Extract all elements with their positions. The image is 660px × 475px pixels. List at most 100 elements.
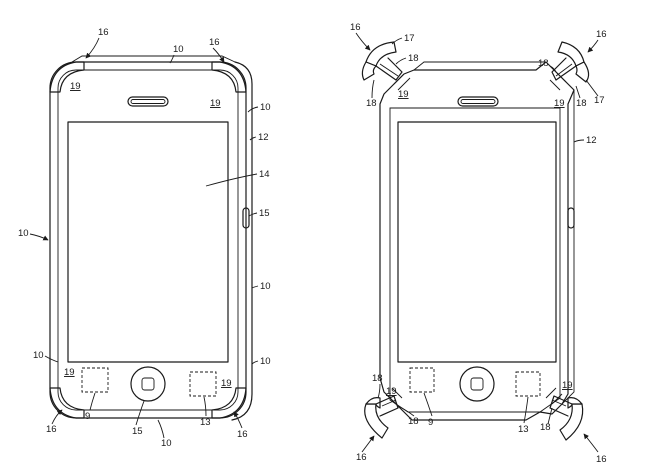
phone-bezel-inner (389, 107, 561, 413)
leader-line (249, 136, 257, 141)
label-bezel: 10 (33, 350, 44, 361)
leader-line (423, 392, 433, 417)
label-screen: 14 (259, 169, 270, 180)
label-bumper: 16 (209, 37, 220, 48)
label-corner: 19 (64, 367, 75, 378)
leader-line (135, 400, 145, 426)
phone-bezel-inner (57, 69, 239, 411)
phone-body-outline (379, 61, 575, 421)
leader-line (587, 39, 599, 53)
label-key-right: 13 (518, 424, 529, 435)
label-bezel: 10 (18, 228, 29, 239)
label-bumper: 16 (596, 29, 607, 40)
speaker-slot-inner (460, 99, 496, 104)
leader-line (585, 79, 599, 97)
label-side: 12 (586, 135, 597, 146)
side-switch (242, 207, 250, 229)
home-button-square (141, 377, 155, 391)
leader-line (391, 37, 403, 45)
bumper-top-left (361, 41, 403, 81)
bumper-bottom-left (364, 395, 399, 439)
phone-figure-right: 16 17 18 18 19 16 18 19 18 17 12 18 19 1… (350, 22, 607, 465)
leader-line (247, 106, 259, 113)
label-bumper-post: 18 (372, 373, 383, 384)
leader-line (205, 173, 258, 187)
speaker-slot (127, 96, 169, 107)
corner-cap-top-right (211, 61, 247, 93)
label-bezel: 10 (161, 438, 172, 449)
label-key-left: 9 (85, 411, 90, 422)
label-corner: 19 (554, 98, 565, 109)
leader-line (44, 355, 59, 363)
label-bumper: 16 (596, 454, 607, 465)
label-corner: 19 (70, 81, 81, 92)
corner-post-bottom-right (545, 387, 563, 405)
label-bumper-post: 18 (408, 416, 419, 427)
phone-side-edge (561, 90, 575, 405)
label-key-left: 9 (428, 417, 433, 428)
label-switch: 15 (132, 426, 143, 437)
speaker-slot-inner (130, 99, 166, 104)
leader-line (573, 139, 585, 143)
phone-side-edge (231, 61, 253, 421)
home-button (459, 366, 495, 402)
label-bezel: 10 (260, 281, 271, 292)
label-bumper: 16 (350, 22, 361, 33)
label-bumper-post: 18 (408, 53, 419, 64)
home-button (130, 366, 166, 402)
leader-line (575, 85, 581, 99)
leader-line (361, 435, 375, 453)
label-side: 12 (258, 132, 269, 143)
leader-line (157, 419, 165, 439)
label-bezel: 10 (260, 102, 271, 113)
dashed-key-right (189, 371, 217, 397)
label-bezel: 10 (260, 356, 271, 367)
corner-cap-bottom-right (211, 387, 247, 419)
leader-line (248, 212, 258, 217)
dashed-key-right (515, 371, 541, 397)
bumper-bottom-right (549, 395, 584, 441)
speaker-slot (457, 96, 499, 107)
label-bumper: 16 (237, 429, 248, 440)
label-bumper-post: 18 (366, 98, 377, 109)
label-corner: 19 (221, 378, 232, 389)
corner-cap-bottom-left (49, 387, 85, 419)
leader-line (377, 383, 381, 399)
leader-line (549, 65, 557, 73)
leader-line (212, 47, 225, 63)
label-bezel: 10 (173, 44, 184, 55)
label-bumper: 16 (98, 27, 109, 38)
bumper-top-right (551, 41, 590, 83)
label-key-right: 13 (200, 417, 211, 428)
leader-line (251, 360, 259, 365)
leader-line (233, 411, 243, 429)
side-switch (567, 207, 575, 229)
display-screen (397, 121, 557, 363)
home-button-square (470, 377, 484, 391)
label-corner: 19 (210, 98, 221, 109)
dashed-key-left (81, 367, 109, 393)
leader-line (203, 396, 207, 417)
leader-line (371, 79, 375, 99)
phone-top-edge (71, 55, 236, 63)
leader-line (583, 433, 599, 453)
phone-front-outline (49, 61, 247, 419)
phone-figure-left: 16 16 10 19 19 10 12 14 15 10 10 10 10 1… (18, 27, 271, 449)
corner-post-top-left (393, 73, 411, 91)
leader-line (523, 396, 529, 424)
label-bumper: 16 (356, 452, 367, 463)
label-corner: 19 (398, 89, 409, 100)
leader-line (395, 57, 407, 65)
corner-post-bottom-left (385, 387, 403, 405)
label-corner: 19 (386, 386, 397, 397)
label-bumper-post: 18 (538, 58, 549, 69)
label-bumper-cap: 17 (594, 95, 605, 106)
label-corner: 19 (562, 380, 573, 391)
corner-cap-top-left (49, 61, 85, 93)
dashed-key-left (409, 367, 435, 393)
leader-line (355, 32, 371, 51)
label-bumper: 16 (46, 424, 57, 435)
leader-line (85, 37, 100, 59)
